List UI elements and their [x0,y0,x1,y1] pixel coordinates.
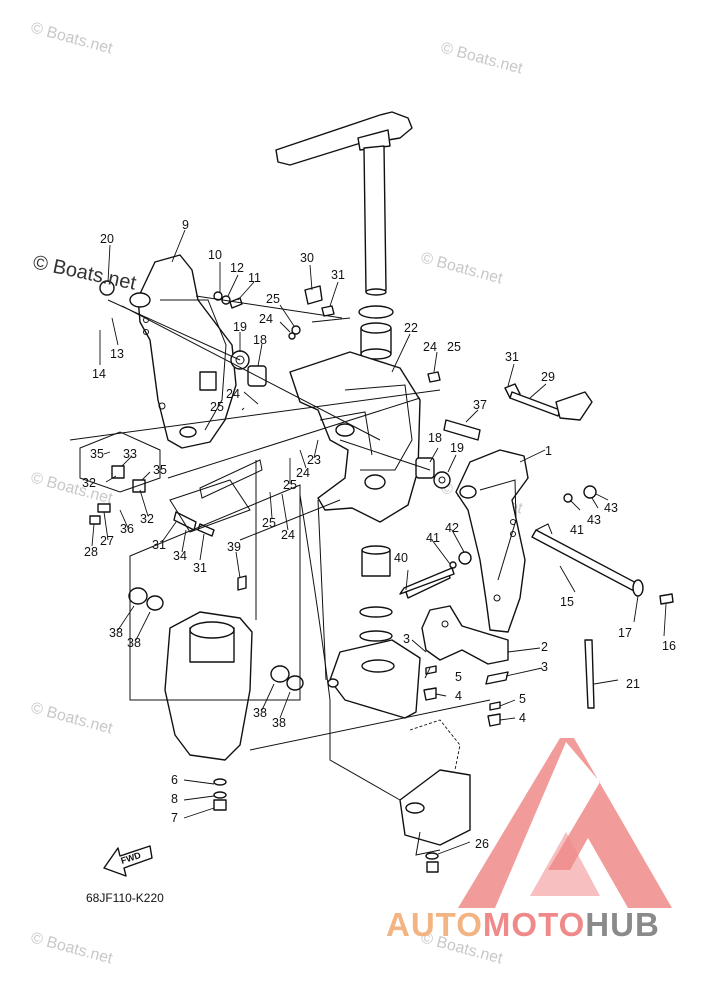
callout-30: 30 [300,251,314,265]
callout-11: 11 [248,271,261,285]
callout-32: 32 [82,476,96,490]
lower-mount [329,545,421,719]
callout-31: 31 [331,268,345,282]
lower-damper [399,769,471,846]
callout-5: 5 [519,692,526,706]
hardware [89,280,674,873]
watermark: © Boats.net [29,19,115,57]
svg-text:AUTOMOTOHUB: AUTOMOTOHUB [386,906,660,943]
callout-35: 35 [153,463,167,477]
leader-lines [91,229,667,855]
callout-42: 42 [445,521,459,535]
watermark: © Boats.net [29,469,115,507]
callout-18: 18 [428,431,442,445]
callout-31: 31 [152,538,166,552]
logo-text-hub: HUB [585,906,660,943]
automotohub-logo: AUTOMOTOHUB [386,738,672,943]
diagram-code: 68JF110-K220 [86,891,164,905]
callout-24: 24 [259,312,273,326]
logo-text-moto: MOTO [483,906,585,943]
callout-38: 38 [109,626,123,640]
callout-32: 32 [140,512,154,526]
lower-strap-bracket [421,605,509,665]
callout-5: 5 [455,670,462,684]
through-bolt [531,523,644,597]
callout-16: 16 [662,639,676,653]
watermark: © Boats.net [439,39,525,77]
left-clamp-bracket [129,254,237,449]
watermark: © Boats.net [29,929,115,967]
callout-10: 10 [208,248,222,262]
callout-34: 34 [173,549,187,563]
callout-4: 4 [519,711,526,725]
logo-triangle-mark [458,738,672,908]
callout-22: 22 [404,321,418,335]
callout-24: 24 [226,387,240,401]
callout-31: 31 [193,561,207,575]
callout-38: 38 [127,636,141,650]
callout-27: 27 [100,534,114,548]
steering-handle [275,111,413,296]
callout-24: 24 [296,466,310,480]
callout-3: 3 [541,660,548,674]
callout-38: 38 [272,716,286,730]
callout-19: 19 [450,441,464,455]
callout-18: 18 [253,333,267,347]
callout-7: 7 [171,811,178,825]
callout-41: 41 [426,531,440,545]
callout-24: 24 [281,528,295,542]
callout-31: 31 [505,350,519,364]
watermark: © Boats.net [29,699,115,737]
callout-43: 43 [604,501,618,515]
callout-26: 26 [475,837,489,851]
callout-12: 12 [230,261,244,275]
logo-triangle-inner [530,832,600,896]
callout-28: 28 [84,545,98,559]
callout-20: 20 [100,232,114,246]
callout-6: 6 [171,773,178,787]
callout-25: 25 [283,478,297,492]
callout-39: 39 [227,540,241,554]
callout-36: 36 [120,522,134,536]
callout-25: 25 [266,292,280,306]
callout-25: 25 [262,516,276,530]
callout-8: 8 [171,792,178,806]
watermark: © Boats.net [419,249,505,287]
callout-40: 40 [394,551,408,565]
callout-25: 25 [447,340,461,354]
swivel-bracket [289,351,421,523]
callout-35: 35 [90,447,104,461]
callout-37: 37 [473,398,487,412]
fwd-arrow: FWD [103,845,153,877]
callout-19: 19 [233,320,247,334]
reference-lines [69,295,491,856]
callout-41: 41 [570,523,584,537]
callout-17: 17 [618,626,632,640]
callout-23: 23 [307,453,321,467]
right-clamp-bracket [455,449,529,633]
callout-43: 43 [587,513,601,527]
callout-numbers: 1 2 3 3 4 4 5 5 6 7 8 9 10 11 12 13 14 1… [82,218,676,851]
callout-2: 2 [541,640,548,654]
callout-33: 33 [123,447,137,461]
callout-29: 29 [541,370,555,384]
upper-mount-assembly [128,587,304,761]
callout-13: 13 [110,347,124,361]
callout-1: 1 [545,444,552,458]
callout-25: 25 [210,400,224,414]
callout-38: 38 [253,706,267,720]
copyright-text: © Boats.net [31,251,139,294]
callout-9: 9 [182,218,189,232]
logo-text-auto: AUTO [386,906,483,943]
callout-21: 21 [626,677,640,691]
callout-14: 14 [92,367,106,381]
callout-3: 3 [403,632,410,646]
callout-15: 15 [560,595,574,609]
callout-4: 4 [455,689,462,703]
callout-24: 24 [423,340,437,354]
